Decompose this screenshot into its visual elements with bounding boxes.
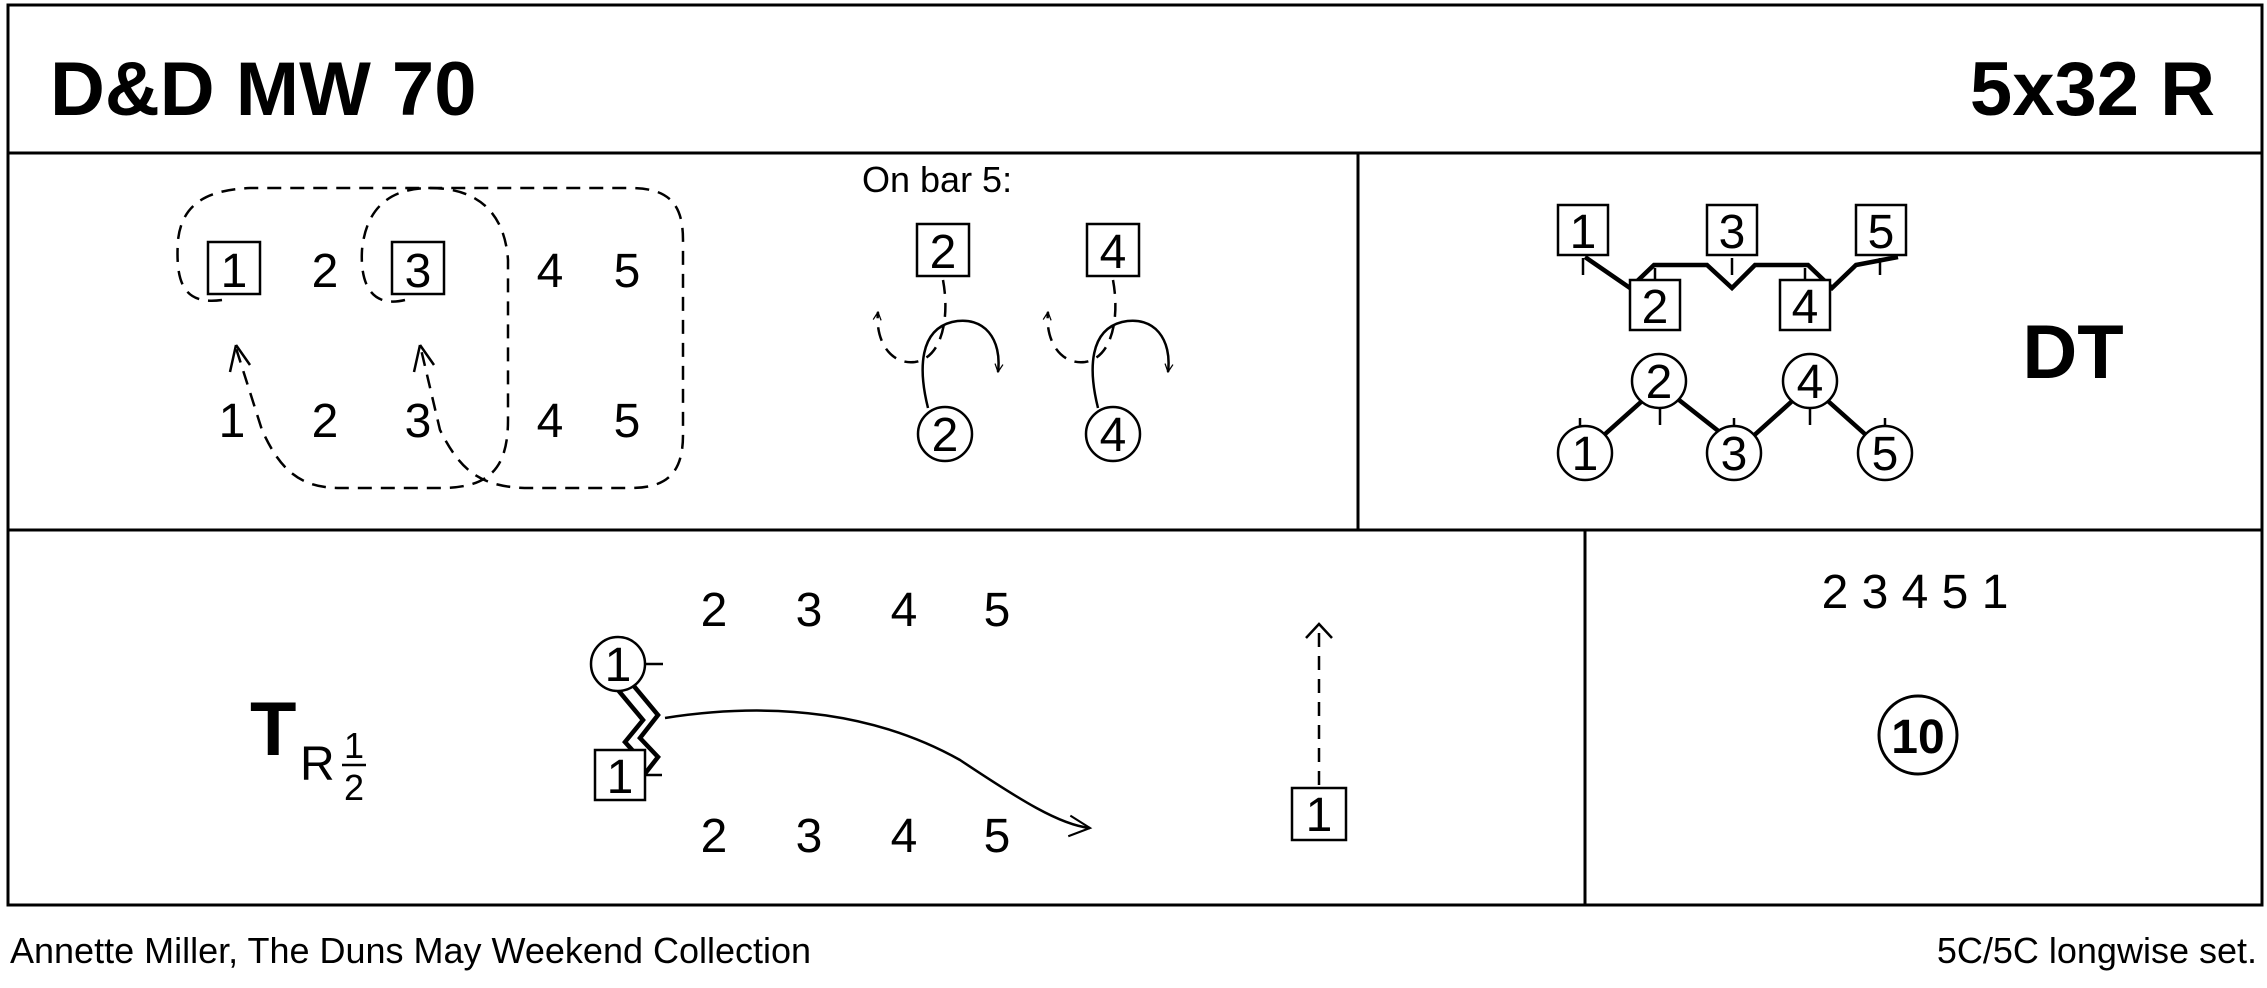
set-type-text: 5C/5C longwise set. [1937,930,2257,971]
woman-number: 1 [219,395,246,448]
woman-circle [1556,424,1614,482]
man-box [1556,203,1610,257]
woman-number: 3 [796,810,823,863]
woman-number: 5 [614,395,641,448]
man-number: 5 [614,245,641,298]
woman-number: 2 [1646,356,1673,409]
man-box [915,222,971,278]
man-number: 5 [984,584,1011,637]
woman-circle [1856,424,1914,482]
bars-count: 10 [1891,711,1944,764]
man-number: 3 [1719,206,1746,259]
man-box [1778,278,1832,332]
men-zigzag [1583,254,1899,292]
panel-figure-1: 1 2 3 4 5 1 2 3 4 5 On bar 5: 2 4 2 4 [176,159,1169,490]
man-box [593,748,647,802]
man-number: 1 [221,245,248,298]
man-box [1085,222,1141,278]
lead-up-arrowhead [1305,622,1333,639]
fraction-denominator: 2 [344,767,364,808]
grid-frame [6,3,2264,907]
figure-sub-label: R [300,738,335,791]
dance-title: D&D MW 70 [50,47,476,132]
turn-path [1091,319,1169,409]
woman-number: 5 [984,810,1011,863]
panel-figure-2: 1 3 5 2 4 2 4 1 3 5 DT [1556,203,2124,482]
man-number: 2 [930,226,957,279]
man-number: 4 [1792,281,1819,334]
loop-path [176,186,685,490]
loop-arrowhead [412,344,436,373]
woman-circle [916,405,974,463]
man-number: 1 [607,751,634,804]
woman-number: 2 [932,409,959,462]
turn-path [1048,279,1117,364]
bars-circle [1877,694,1959,776]
woman-number: 5 [1872,428,1899,481]
woman-circle [1781,352,1839,410]
man-box [390,240,446,296]
panel-summary: 2 3 4 5 1 10 [1822,566,2009,776]
turn-path [921,319,999,409]
man-number: 4 [891,584,918,637]
woman-number: 2 [701,810,728,863]
loop-path [233,186,510,490]
loop-arrowhead [228,344,252,373]
man-number: 3 [405,245,432,298]
man-number: 4 [1100,226,1127,279]
fraction-numerator: 1 [344,725,364,766]
man-box [206,240,262,296]
man-number: 2 [701,584,728,637]
credit-text: Annette Miller, The Duns May Weekend Col… [10,930,811,971]
woman-circle [589,635,647,693]
woman-number: 4 [537,395,564,448]
figure-label: T [250,687,296,772]
panel-figure-3: T R 1 2 2 3 4 5 2 3 4 5 1 1 1 [250,584,1348,863]
bar-note: On bar 5: [862,159,1012,200]
woman-circle [1705,424,1763,482]
woman-number: 1 [605,639,632,692]
woman-number: 4 [1100,409,1127,462]
woman-number: 3 [1721,428,1748,481]
man-number: 1 [1306,789,1333,842]
man-box [1705,203,1759,257]
woman-number: 2 [312,395,339,448]
cast-path [664,709,1093,838]
man-number: 2 [1642,281,1669,334]
turn-path [878,279,947,364]
man-number: 2 [312,245,339,298]
man-number: 3 [796,584,823,637]
woman-number: 4 [1797,356,1824,409]
woman-number: 1 [1572,428,1599,481]
man-box [1854,203,1908,257]
turn-hands [631,683,661,782]
formation-label: 5x32 R [1970,47,2215,132]
finish-order: 2 3 4 5 1 [1822,566,2009,619]
woman-number: 3 [405,395,432,448]
woman-circle [1084,405,1142,463]
man-number: 4 [537,245,564,298]
figure-label: DT [2022,310,2123,395]
man-number: 1 [1570,206,1597,259]
man-box [1290,786,1348,842]
woman-number: 4 [891,810,918,863]
woman-circle [1630,352,1688,410]
man-number: 5 [1868,206,1895,259]
man-box [1628,278,1682,332]
